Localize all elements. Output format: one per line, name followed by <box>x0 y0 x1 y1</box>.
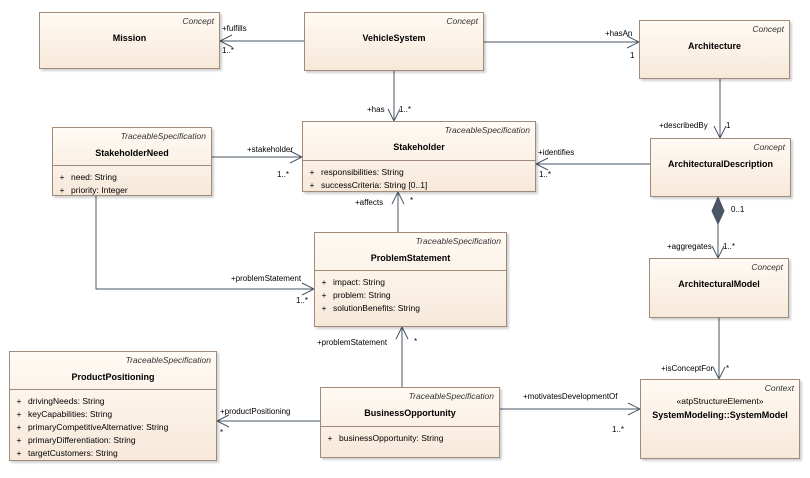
mult-label-problem-statement-a: 1..* <box>296 296 309 305</box>
role-label-problem-statement-b: +problemStatement <box>317 338 388 347</box>
stereotype-label: TraceableSpecification <box>444 125 530 135</box>
mult-label-affects: * <box>410 196 414 205</box>
class-architecture[interactable]: Concept Architecture <box>639 20 790 79</box>
mult-label-identifies: 1..* <box>539 170 552 179</box>
attribute-compartment: +impact: String +problem: String +soluti… <box>315 270 506 314</box>
attribute-row: +need: String <box>59 171 117 182</box>
role-label-identifies: +identifies <box>538 148 575 157</box>
attribute-row: +drivingNeeds: String <box>16 395 105 406</box>
mult-label-aggregates-part: 1..* <box>723 242 736 251</box>
class-architectural-description[interactable]: Concept ArchitecturalDescription <box>650 138 791 197</box>
mult-label-has: 1..* <box>399 105 412 114</box>
attribute-compartment: +need: String +priority: Integer <box>53 165 211 196</box>
role-label-aggregates: +aggregates <box>667 242 712 251</box>
mult-label-has-an: 1 <box>630 51 635 60</box>
role-label-problem-statement-a: +problemStatement <box>231 274 302 283</box>
stereotype-label: TraceableSpecification <box>120 131 206 141</box>
class-name: BusinessOpportunity <box>364 408 456 418</box>
class-name: ProblemStatement <box>370 253 451 263</box>
role-label-has: +has <box>367 105 385 114</box>
class-mission[interactable]: Concept Mission <box>39 12 220 69</box>
class-business-opportunity[interactable]: TraceableSpecification BusinessOpportuni… <box>320 387 500 458</box>
class-vehicle-system[interactable]: Concept VehicleSystem <box>304 12 484 71</box>
attribute-row: +impact: String <box>321 276 385 287</box>
stereotype-label: TraceableSpecification <box>415 236 501 246</box>
arrowhead <box>395 325 409 340</box>
class-name: SystemModeling::SystemModel <box>652 410 788 420</box>
mult-label-described-by: 1 <box>726 121 731 130</box>
attribute-row: +problem: String <box>321 289 391 300</box>
stereotype-label: TraceableSpecification <box>408 391 494 401</box>
class-name: StakeholderNeed <box>95 148 169 158</box>
stereotype-label: TraceableSpecification <box>125 355 211 365</box>
mult-label-is-concept-for: * <box>726 364 730 373</box>
arrowhead <box>215 414 230 428</box>
class-stakeholder-need[interactable]: TraceableSpecification StakeholderNeed +… <box>52 127 212 196</box>
class-name: ArchitecturalModel <box>678 279 760 289</box>
arrowhead <box>534 157 549 171</box>
class-name: ProductPositioning <box>71 372 155 382</box>
stereotype-label: Concept <box>753 142 785 152</box>
attribute-row: +responsibilities: String <box>309 166 404 177</box>
class-name: ArchitecturalDescription <box>667 159 774 169</box>
mult-label-motivates: 1..* <box>612 425 625 434</box>
class-system-model[interactable]: Context «atpStructureElement» SystemMode… <box>640 379 800 459</box>
class-name: Stakeholder <box>393 142 445 152</box>
mult-label-aggregates-whole: 0..1 <box>731 205 745 214</box>
attribute-row: +primaryCompetitiveAlternative: String <box>16 421 169 432</box>
role-label-described-by: +describedBy <box>659 121 708 130</box>
role-label-motivates: +motivatesDevelopmentOf <box>523 392 618 401</box>
arrowhead <box>218 34 233 48</box>
attribute-row: +primaryDifferentiation: String <box>16 434 136 445</box>
attribute-compartment: +responsibilities: String +successCriter… <box>303 160 535 191</box>
class-problem-statement[interactable]: TraceableSpecification ProblemStatement … <box>314 232 507 327</box>
mult-label-problem-statement-b: * <box>414 337 418 346</box>
attribute-row: +businessOpportunity: String <box>327 432 444 443</box>
aggregation-diamond <box>711 195 725 226</box>
class-stakeholder[interactable]: TraceableSpecification Stakeholder +resp… <box>302 121 536 192</box>
role-label-has-an: +hasAn <box>605 29 633 38</box>
role-label-affects: +affects <box>355 198 384 207</box>
mult-label-fulfills: 1..* <box>222 46 235 55</box>
class-name: Architecture <box>687 41 741 51</box>
edge-problem-statement-a <box>95 196 314 290</box>
mult-label-stakeholder: 1..* <box>277 170 290 179</box>
stereotype-label: Concept <box>751 262 783 272</box>
class-product-positioning[interactable]: TraceableSpecification ProductPositionin… <box>9 351 217 461</box>
role-label-fulfills: +fulfills <box>222 24 247 33</box>
arrowhead <box>391 190 405 205</box>
mult-label-product-positioning: * <box>220 428 224 437</box>
class-architectural-model[interactable]: Concept ArchitecturalModel <box>649 258 789 318</box>
role-label-product-positioning: +productPositioning <box>220 407 291 416</box>
stereotype-label: Context <box>764 383 794 393</box>
attribute-compartment: +drivingNeeds: String +keyCapabilities: … <box>10 389 216 459</box>
keyword-label: «atpStructureElement» <box>676 396 764 406</box>
attribute-row: +keyCapabilities: String <box>16 408 113 419</box>
class-name: VehicleSystem <box>362 33 426 43</box>
role-label-stakeholder: +stakeholder <box>247 145 294 154</box>
class-name: Mission <box>112 33 147 43</box>
attribute-row: +successCriteria: String [0..1] <box>309 179 428 190</box>
attribute-compartment: +businessOpportunity: String <box>321 426 499 444</box>
stereotype-label: Concept <box>752 24 784 34</box>
stereotype-label: Concept <box>446 16 478 26</box>
attribute-row: +priority: Integer <box>59 184 128 195</box>
role-label-is-concept-for: +isConceptFor <box>661 364 714 373</box>
stereotype-label: Concept <box>182 16 214 26</box>
attribute-row: +solutionBenefits: String <box>321 302 420 313</box>
attribute-row: +targetCustomers: String <box>16 447 118 458</box>
